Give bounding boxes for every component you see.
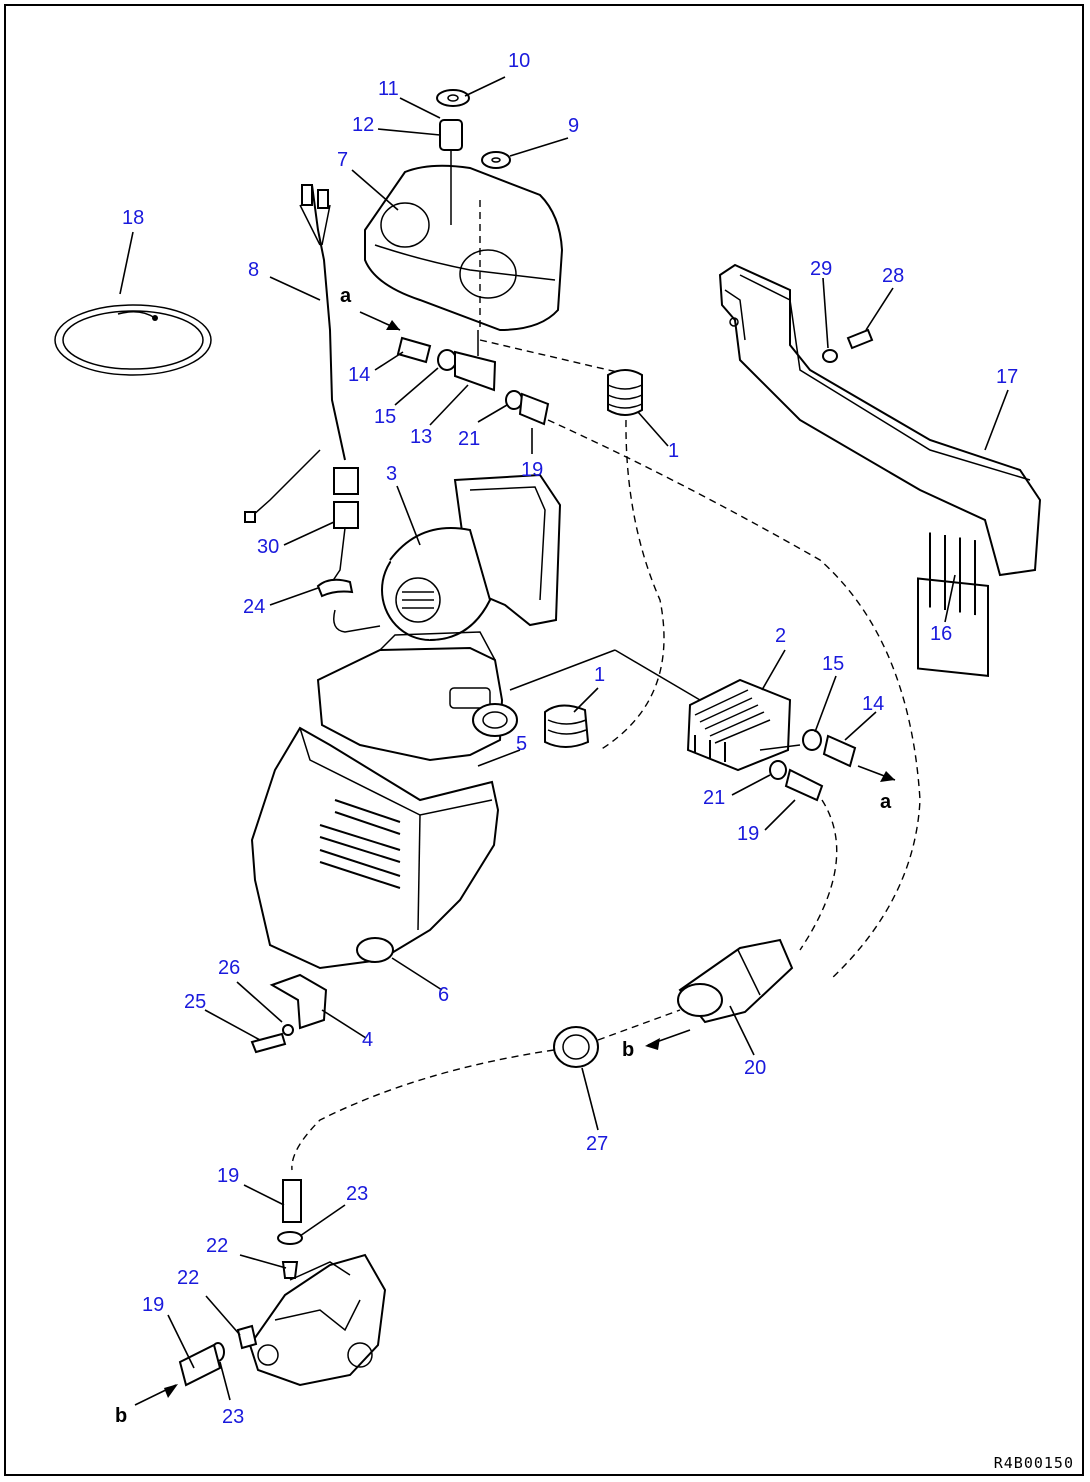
upper-hose-fittings [396,330,921,981]
flow-arrows [134,311,896,1406]
callout-12: 12 [352,114,374,136]
fastener-stack-part [436,89,511,225]
upper-case-part [364,164,564,332]
wire-harness-part [244,184,359,586]
callout-14: 14 [348,364,370,386]
callout-19: 19 [521,459,543,481]
flow-letter-a-right: a [880,791,892,813]
callout-21: 21 [458,428,480,450]
flow-letter-b-bottom: b [115,1405,127,1427]
callout-21b: 21 [703,787,725,809]
callout-22b: 22 [177,1267,199,1289]
callout-25: 25 [184,991,206,1013]
callout-9: 9 [568,115,579,137]
callout-10: 10 [508,50,530,72]
callout-28: 28 [882,265,904,287]
callout-15b: 15 [822,653,844,675]
callout-16: 16 [930,623,952,645]
callout-20: 20 [744,1057,766,1079]
flow-letter-b-hose: b [622,1039,634,1061]
drawing-border [4,4,1084,1476]
callout-14b: 14 [862,693,884,715]
flow-letter-a-top: a [340,285,352,307]
callout-6: 6 [438,984,449,1006]
callout-1b: 1 [594,664,605,686]
main-unit-housing-part [316,631,518,762]
callout-17: 17 [996,366,1018,388]
callout-30: 30 [257,536,279,558]
heater-hose-fittings [759,729,857,802]
hose-cover-part [291,799,838,1171]
air-duct-part [718,263,1042,677]
callout-13: 13 [410,426,432,448]
callout-19b: 19 [737,823,759,845]
flow-letter-labels: a a b b [115,285,892,1427]
callout-19c: 19 [217,1165,239,1187]
clip-part [316,578,381,633]
figure-code: R4B00150 [993,1454,1074,1472]
leader-lines [119,76,1009,1401]
callout-23b: 23 [222,1406,244,1428]
callout-22: 22 [206,1235,228,1257]
wire-coil-part [54,304,212,376]
heater-core-part [509,649,792,772]
callout-11: 11 [378,78,399,100]
callout-19d: 19 [142,1294,164,1316]
callout-18: 18 [122,207,144,229]
callout-24: 24 [243,596,265,618]
callout-27: 27 [586,1133,608,1155]
callout-15: 15 [374,406,396,428]
callout-5: 5 [516,733,527,755]
callout-26: 26 [218,957,240,979]
callout-23: 23 [346,1183,368,1205]
screw-washer-part [822,328,874,363]
callout-labels: 10 11 12 9 7 18 8 14 15 13 21 19 1 3 30 … [122,50,1018,1428]
callout-3: 3 [386,463,397,485]
callout-2: 2 [775,625,786,647]
bellows-upper-part [599,369,665,751]
bracket-part [250,973,328,1054]
bellows-lower-part [544,704,590,748]
callout-4: 4 [362,1029,373,1051]
callout-1: 1 [668,440,679,462]
callout-8: 8 [248,259,259,281]
callout-29: 29 [810,258,832,280]
blower-motor-part [381,473,562,641]
lower-housing-part [250,726,500,970]
engine-block-part [178,1179,387,1387]
callout-7: 7 [337,149,348,171]
